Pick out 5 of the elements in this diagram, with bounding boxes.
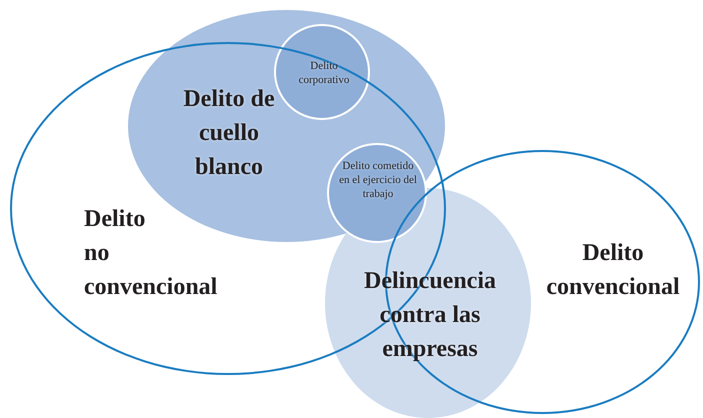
node-label: Delito de cuello blanco: [182, 85, 276, 182]
node-label: Delito cometido en el ejercicio del trabajo: [338, 159, 418, 201]
node-label: Delito convencional: [545, 239, 681, 302]
node-label: Delito corporativo: [298, 59, 350, 87]
node-label: Delito no convencional: [84, 205, 218, 302]
